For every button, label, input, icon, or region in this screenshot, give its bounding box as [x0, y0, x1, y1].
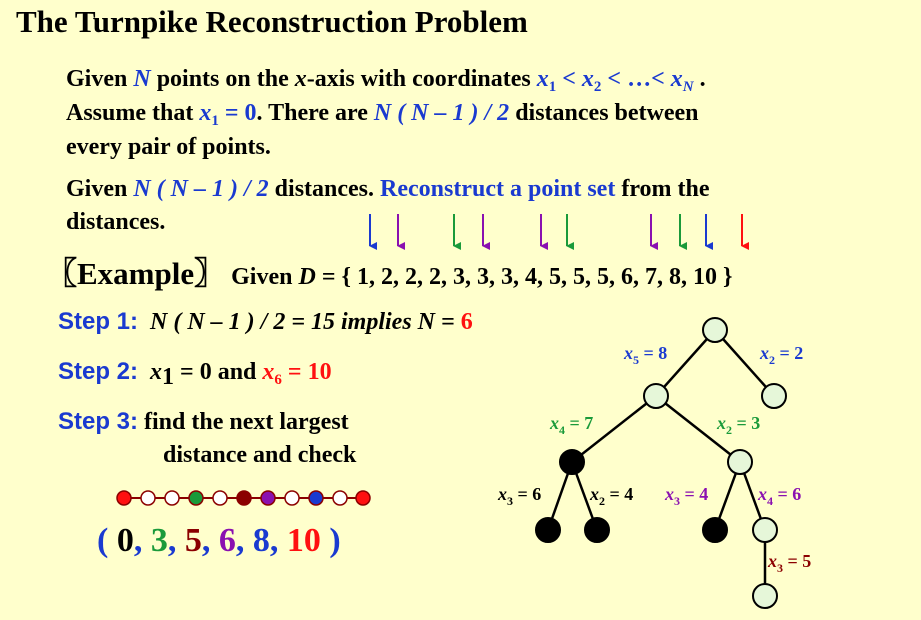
point-empty	[212, 490, 228, 506]
distance-arrows	[369, 214, 749, 250]
tree-nodes	[535, 317, 787, 609]
tree-node-dead	[535, 517, 561, 543]
point-empty	[140, 490, 156, 506]
step-3: Step 3: find the next largest	[58, 408, 349, 435]
task-line-2: distances.	[66, 209, 166, 235]
page-title: The Turnpike Reconstruction Problem	[16, 4, 528, 39]
edge-label: x3 = 4	[664, 484, 708, 508]
step-3-line-2: distance and check	[163, 442, 357, 468]
edge-label: x4 = 7	[549, 413, 593, 437]
example-line: 〖Example〗 Given D = { 1, 2, 2, 2, 3, 3, …	[46, 256, 733, 291]
tree-node-leaf	[752, 583, 778, 609]
task-line-1: Given N ( N – 1 ) / 2 distances. Reconst…	[66, 176, 710, 202]
point-5	[236, 490, 252, 506]
edge-label: x2 = 2	[759, 343, 803, 367]
point-6	[260, 490, 276, 506]
point-empty	[332, 490, 348, 506]
step-1: Step 1: N ( N – 1 ) / 2 = 15 implies N =…	[58, 308, 473, 335]
tree-node	[752, 517, 778, 543]
edge-label: x4 = 6	[757, 484, 801, 508]
tree-node	[761, 383, 787, 409]
number-line	[116, 490, 371, 506]
point-empty	[284, 490, 300, 506]
edge-label: x5 = 8	[623, 343, 667, 367]
result-point-set: ( 0, 3, 5, 6, 8, 10 )	[97, 522, 341, 559]
tree-node-root	[702, 317, 728, 343]
step-2: Step 2: x1 = 0 and x6 = 10	[58, 358, 332, 390]
tree-node-dead	[559, 449, 585, 475]
edge-label: x2 = 4	[589, 484, 633, 508]
problem-line-2: Assume that x1 = 0. There are N ( N – 1 …	[66, 100, 699, 129]
point-8	[308, 490, 324, 506]
edge-label: x3 = 6	[497, 484, 541, 508]
tree-node	[643, 383, 669, 409]
tree-node-dead	[584, 517, 610, 543]
problem-line-3: every pair of points.	[66, 134, 271, 160]
problem-line-1: Given N points on the x-axis with coordi…	[66, 66, 706, 95]
point-10	[355, 490, 371, 506]
edge-label: x2 = 3	[716, 413, 760, 437]
tree-node	[727, 449, 753, 475]
point-3	[188, 490, 204, 506]
edge-label: x3 = 5	[767, 551, 811, 575]
tree-node-dead	[702, 517, 728, 543]
point-empty	[164, 490, 180, 506]
point-0	[116, 490, 132, 506]
